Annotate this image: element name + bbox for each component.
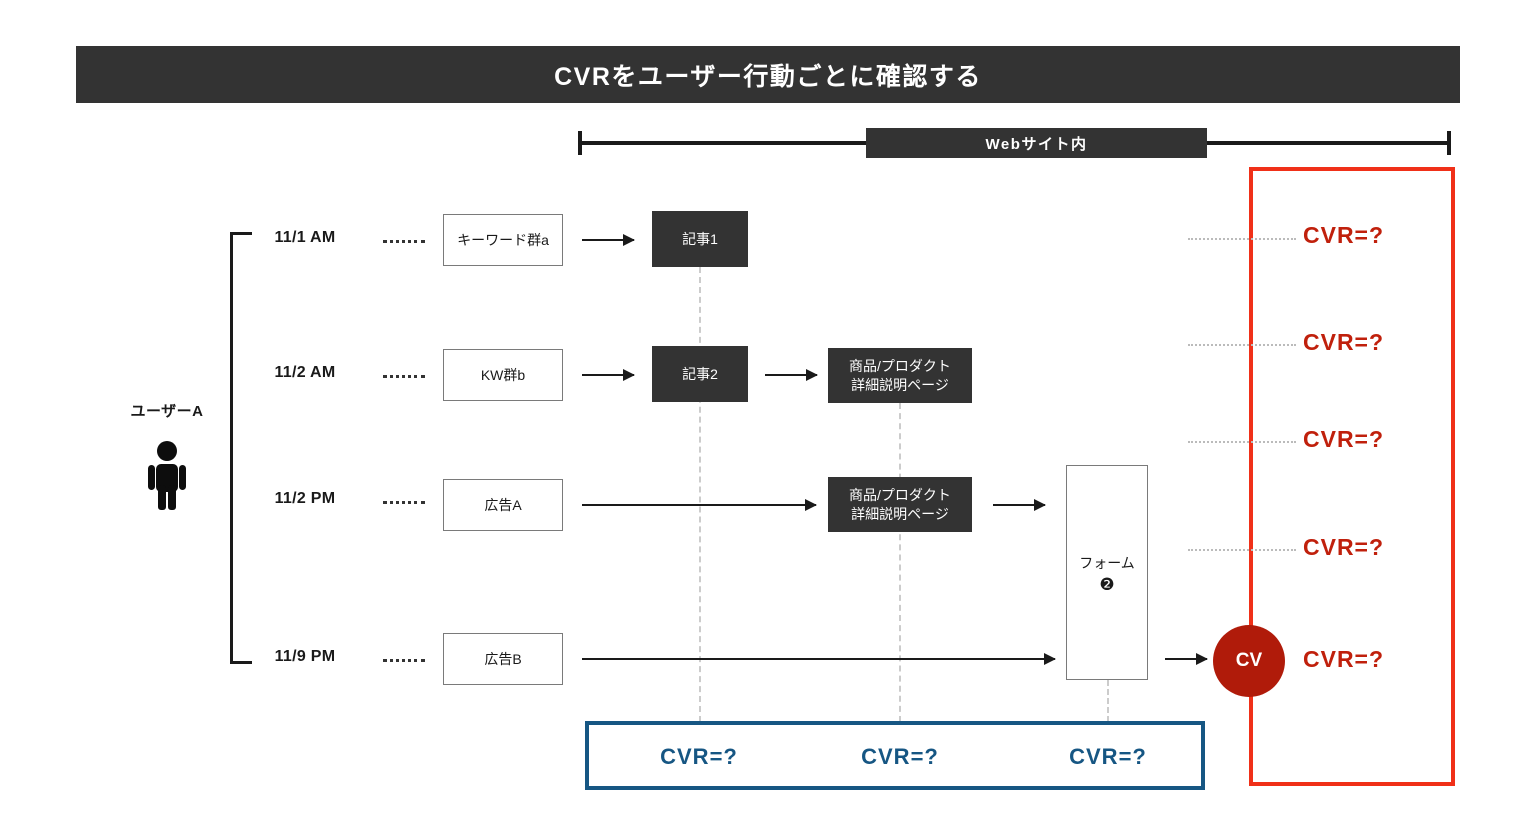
row-1-article-label: 記事1 — [682, 230, 718, 247]
cvr-red-label-2: CVR=? — [1303, 329, 1385, 355]
row-3-product-line-1: 商品/プロダクト — [849, 486, 951, 503]
row-4-source-box[interactable]: 広告B — [443, 633, 563, 685]
cvr-red-panel — [1249, 167, 1455, 786]
cvr-blue-panel — [585, 721, 1205, 790]
row-3-product-box[interactable]: 商品/プロダクト 詳細説明ページ — [828, 477, 972, 532]
row-2-article-label: 記事2 — [682, 365, 718, 382]
row-3-date: 11/2 PM — [274, 490, 336, 507]
row-4-arrow-2 — [1165, 653, 1208, 665]
row-2-date: 11/2 AM — [274, 364, 336, 381]
row-1-leader — [383, 240, 425, 243]
row-2-product-box[interactable]: 商品/プロダクト 詳細説明ページ — [828, 348, 972, 403]
row-4-leader — [383, 659, 425, 662]
cvr-red-label-5: CVR=? — [1303, 646, 1385, 672]
row-2-product-line-1: 商品/プロダクト — [849, 357, 951, 374]
person-icon — [92, 440, 242, 510]
cvr-red-leader-2 — [1188, 344, 1296, 346]
row-3-arrow-2 — [993, 499, 1046, 511]
cv-label: CV — [1235, 650, 1263, 671]
row-1-arrow-1 — [582, 234, 635, 246]
row-2-arrow-2 — [765, 369, 818, 381]
timeline-end-cap — [1447, 131, 1451, 155]
row-4-source-label: 広告B — [484, 650, 522, 667]
row-2-leader — [383, 375, 425, 378]
row-2-arrow-1 — [582, 369, 635, 381]
row-4-date: 11/9 PM — [274, 648, 336, 665]
row-2-source-box[interactable]: KW群b — [443, 349, 563, 401]
form-box[interactable]: フォーム ❷ — [1066, 465, 1148, 680]
row-1-article-box[interactable]: 記事1 — [652, 211, 748, 267]
row-3-source-box[interactable]: 広告A — [443, 479, 563, 531]
user-label: ユーザーA — [130, 403, 204, 420]
cvr-red-leader-1 — [1188, 238, 1296, 240]
cvr-blue-label-2: CVR=? — [861, 744, 939, 769]
vguide-product — [899, 403, 901, 722]
vguide-form — [1107, 680, 1109, 722]
row-3-product-line-2: 詳細説明ページ — [851, 505, 949, 522]
row-2-source-label: KW群b — [480, 366, 526, 383]
row-4-arrow-1 — [582, 653, 1056, 665]
row-3-leader — [383, 501, 425, 504]
row-2-article-box[interactable]: 記事2 — [652, 346, 748, 402]
form-label: フォーム — [1079, 554, 1135, 571]
user-rows-bracket — [230, 232, 252, 664]
cvr-red-leader-3 — [1188, 441, 1296, 443]
cv-node[interactable]: CV — [1213, 625, 1285, 697]
row-1-source-box[interactable]: キーワード群a — [443, 214, 563, 266]
vguide-article — [699, 267, 701, 722]
row-2-product-line-2: 詳細説明ページ — [851, 376, 949, 393]
cvr-red-label-1: CVR=? — [1303, 222, 1385, 248]
cvr-red-label-3: CVR=? — [1303, 426, 1385, 452]
page-title: CVRをユーザー行動ごとに確認する — [76, 46, 1460, 103]
row-1-date: 11/1 AM — [274, 229, 336, 246]
cvr-blue-label-3: CVR=? — [1069, 744, 1147, 769]
row-3-source-label: 広告A — [484, 496, 522, 513]
timeline-label-website: Webサイト内 — [866, 128, 1207, 158]
cvr-red-label-4: CVR=? — [1303, 534, 1385, 560]
row-3-arrow-1 — [582, 499, 817, 511]
form-step-badge: ❷ — [1099, 574, 1115, 594]
cvr-blue-label-1: CVR=? — [660, 744, 738, 769]
timeline-start-cap — [578, 131, 582, 155]
row-1-source-label: キーワード群a — [457, 231, 549, 248]
cvr-red-leader-4 — [1188, 549, 1296, 551]
